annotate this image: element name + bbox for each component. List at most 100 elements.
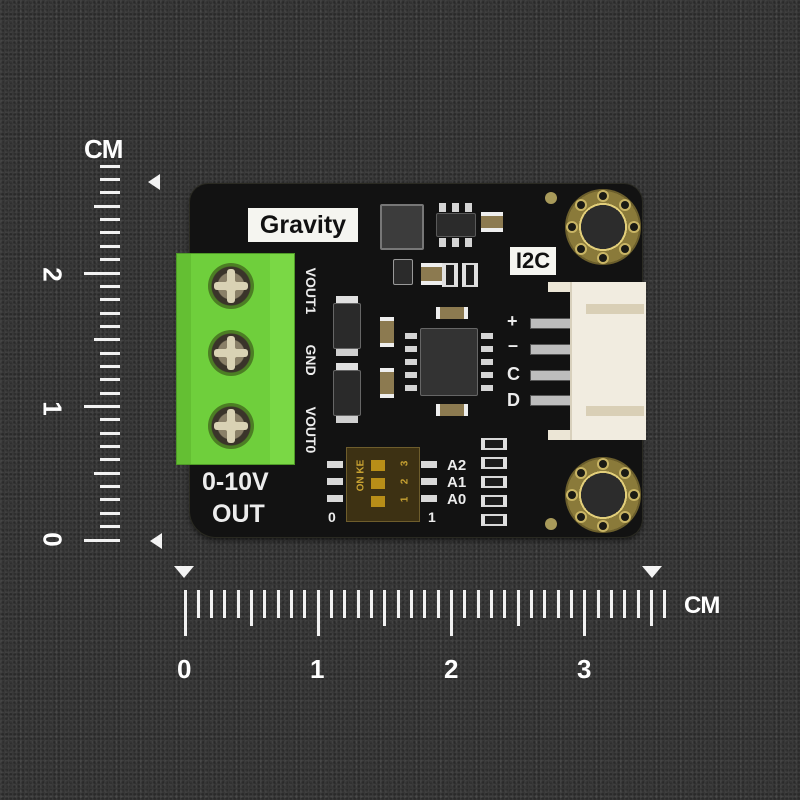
resistor-component xyxy=(462,263,478,287)
output-range-label: 0-10V xyxy=(202,468,269,496)
vertical-ruler-tick xyxy=(84,405,120,408)
capacitor-component xyxy=(481,212,503,232)
vertical-ruler-bottom-marker-icon xyxy=(150,533,162,549)
horizontal-ruler-tick xyxy=(383,590,387,626)
horizontal-ruler-tick xyxy=(623,590,627,618)
capacitor-component xyxy=(380,368,394,398)
resistor-component xyxy=(481,495,507,507)
dip-pad xyxy=(327,461,343,468)
vertical-ruler-ticks xyxy=(0,0,120,542)
horizontal-ruler-tick xyxy=(316,590,320,636)
vertical-ruler-tick xyxy=(100,458,120,462)
horizontal-ruler-label-1: 1 xyxy=(310,654,325,684)
vertical-ruler-tick xyxy=(94,471,120,475)
fiducial-top xyxy=(545,192,557,204)
dip-switch-toggle-2[interactable] xyxy=(371,478,385,489)
vertical-ruler-tick xyxy=(100,485,120,489)
terminal-screw-vout1-icon[interactable] xyxy=(208,263,254,309)
capacitor-component xyxy=(436,404,468,416)
dip-switch-number-1: 1 xyxy=(399,496,411,503)
i2c-interface-label: I2C xyxy=(510,247,556,275)
horizontal-ruler-ticks xyxy=(0,0,667,636)
horizontal-ruler-tick xyxy=(476,590,480,618)
vertical-ruler-tick xyxy=(100,511,120,515)
terminal-screw-vout0-icon[interactable] xyxy=(208,403,254,449)
dip-switch-number-2: 2 xyxy=(399,478,411,485)
screw-terminal-block[interactable] xyxy=(176,253,295,465)
vertical-ruler-tick xyxy=(100,324,120,328)
vertical-ruler-tick xyxy=(100,391,120,395)
address-label-a2: A2 xyxy=(447,457,467,474)
vertical-ruler-tick xyxy=(100,498,120,502)
mounting-hole-bottom xyxy=(565,457,641,533)
horizontal-ruler-tick xyxy=(410,590,414,618)
terminal-screw-gnd-icon[interactable] xyxy=(208,330,254,376)
address-dip-switch[interactable]: ON KE 3 2 1 xyxy=(346,447,420,522)
connector-label-sda: D xyxy=(507,390,520,410)
horizontal-ruler-tick xyxy=(263,590,267,618)
terminal-label-vout0: VOUT0 xyxy=(303,406,319,454)
horizontal-ruler-unit-label: CM xyxy=(684,592,720,619)
vertical-ruler-tick xyxy=(94,204,120,208)
horizontal-ruler-tick xyxy=(583,590,587,636)
connector-label-gnd: – xyxy=(508,335,519,355)
horizontal-ruler-label-2: 2 xyxy=(444,654,459,684)
horizontal-ruler-tick xyxy=(396,590,400,618)
terminal-label-vout1: VOUT1 xyxy=(303,267,319,315)
sot23-transistor-component xyxy=(393,259,413,285)
dip-pad xyxy=(421,495,437,502)
horizontal-ruler-tick xyxy=(423,590,427,618)
resistor-component xyxy=(442,263,458,287)
vertical-ruler-tick xyxy=(100,445,120,449)
horizontal-ruler-tick xyxy=(303,590,307,618)
vertical-ruler-tick xyxy=(100,218,120,222)
horizontal-ruler-tick xyxy=(610,590,614,618)
horizontal-ruler-tick xyxy=(543,590,547,618)
horizontal-ruler-tick xyxy=(196,590,200,618)
resistor-component xyxy=(481,514,507,526)
capacitor-component xyxy=(380,317,394,347)
horizontal-ruler-tick xyxy=(330,590,334,618)
horizontal-ruler-tick xyxy=(663,590,667,618)
vertical-ruler-tick xyxy=(100,258,120,262)
horizontal-ruler-tick xyxy=(463,590,467,618)
diode-component xyxy=(333,303,361,349)
vertical-ruler-tick xyxy=(84,271,120,275)
dip-pad xyxy=(421,478,437,485)
vertical-ruler-tick xyxy=(84,538,120,542)
dip-switch-on-label: ON KE xyxy=(355,459,367,492)
resistor-component xyxy=(481,457,507,469)
vertical-ruler-label-2: 2 xyxy=(37,267,68,282)
vertical-ruler-unit-label: CM xyxy=(84,134,123,164)
vertical-ruler-tick xyxy=(100,191,120,195)
mounting-hole-top xyxy=(565,189,641,265)
dip-switch-number-3: 3 xyxy=(399,460,411,467)
horizontal-ruler-tick xyxy=(276,590,280,618)
horizontal-ruler-right-marker-icon xyxy=(642,566,662,578)
horizontal-ruler-left-marker-icon xyxy=(174,566,194,578)
vertical-ruler-tick xyxy=(100,244,120,248)
horizontal-ruler-tick xyxy=(343,590,347,618)
capacitor-component xyxy=(436,307,468,319)
vertical-ruler-tick xyxy=(100,231,120,235)
horizontal-ruler-tick xyxy=(570,590,574,618)
connector-label-vcc: + xyxy=(507,311,518,331)
horizontal-ruler-label-0: 0 xyxy=(177,654,192,684)
vertical-ruler-tick xyxy=(100,298,120,302)
vertical-ruler-tick xyxy=(100,164,120,168)
dip-switch-toggle-3[interactable] xyxy=(371,460,385,471)
resistor-component xyxy=(481,438,507,450)
horizontal-ruler-tick xyxy=(356,590,360,618)
dip-switch-toggle-1[interactable] xyxy=(371,496,385,507)
horizontal-ruler-tick xyxy=(650,590,654,626)
vertical-ruler-label-0: 0 xyxy=(37,532,68,547)
vertical-ruler-tick xyxy=(100,178,120,182)
horizontal-ruler-tick xyxy=(436,590,440,618)
dip-pad xyxy=(327,495,343,502)
vertical-ruler-tick xyxy=(100,311,120,315)
i2c-jst-connector[interactable] xyxy=(548,282,646,440)
terminal-label-gnd: GND xyxy=(303,344,319,376)
dip-switch-one-label: 1 xyxy=(428,509,436,525)
horizontal-ruler-tick xyxy=(370,590,374,618)
horizontal-ruler-tick xyxy=(250,590,254,626)
